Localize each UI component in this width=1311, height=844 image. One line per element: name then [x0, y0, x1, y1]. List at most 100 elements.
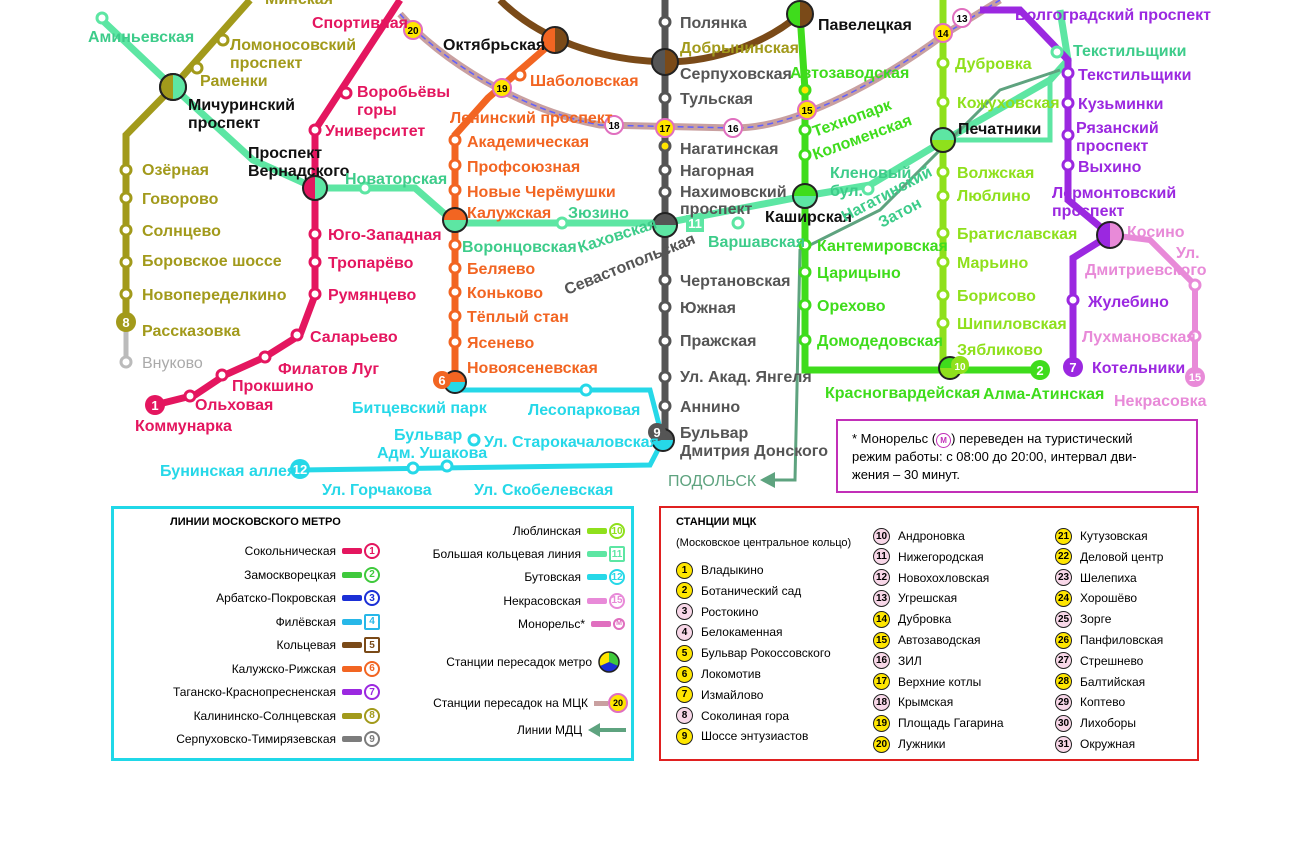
station-dot [555, 216, 569, 230]
line-badges: 1 8 6 9 12 11 10 2 7 15 [116, 215, 1205, 479]
mck-station-number: 9 [676, 727, 693, 745]
station-dot [308, 255, 322, 269]
mck-badge: 15 [797, 100, 817, 120]
mcd-line [770, 68, 1061, 482]
label-zhulebino: Жулебино [1087, 294, 1169, 311]
line-2 [796, 13, 1040, 374]
mck-station-number: 3 [676, 603, 693, 621]
line-swatch [587, 597, 607, 604]
line-swatch [342, 736, 362, 742]
mck-station-number: 7 [676, 686, 693, 704]
mck-station-name: Шоссе энтузиастов [701, 729, 809, 744]
label-yasenevo: Ясенево [467, 335, 534, 352]
mck-station-name: Деловой центр [1080, 549, 1164, 564]
mck-station-name: Соколиная гора [701, 708, 790, 723]
transfer-paveletskaya [786, 0, 814, 28]
svg-text:17: 17 [659, 124, 671, 135]
station-dot [936, 95, 950, 109]
station-dot [798, 238, 812, 252]
mck-station-number: 13 [873, 589, 890, 607]
line-number-badge: 3 [364, 590, 380, 606]
mck-station-number: 31 [1055, 735, 1072, 753]
mck-station-name: Нижегородская [898, 549, 984, 564]
mck-station-name: Дубровка [898, 612, 952, 627]
line-name: Большая кольцевая линия [432, 547, 581, 562]
station-dot [183, 389, 197, 403]
label-vorobyovy-1: Воробьёвы [357, 84, 450, 101]
station-dot [119, 223, 133, 237]
line-badge-1: 1 [145, 395, 165, 415]
label-bittsevsky: Битцевский парк [352, 400, 488, 417]
mck-station-name: Лихоборы [1080, 716, 1136, 731]
mck-station-name: Владыкино [701, 563, 764, 577]
station-dot [448, 285, 462, 299]
station-dot [798, 333, 812, 347]
mck-station-name: Локомотив [701, 667, 761, 681]
mck-station-name: Хорошёво [1080, 591, 1138, 606]
mck-station-name: Бульвар Рокоссовского [701, 646, 831, 661]
label-kaluzhskaya: Калужская [467, 205, 551, 222]
mck-station-name: Панфиловская [1080, 633, 1164, 647]
station-dot [1061, 96, 1075, 110]
svg-text:2: 2 [1036, 363, 1043, 378]
line-badge-11: 11 [686, 215, 704, 232]
label-ushakova-1: Бульвар [394, 427, 463, 444]
svg-text:6: 6 [438, 373, 445, 388]
svg-text:13: 13 [956, 14, 968, 25]
mck-badge: 18 [604, 115, 624, 135]
station-dot [95, 11, 109, 25]
svg-text:1: 1 [151, 398, 158, 413]
mck-legend [659, 506, 1199, 761]
transfer-kakhovskaya [652, 212, 678, 238]
station-dot [936, 316, 950, 330]
line-number-badge: 5 [364, 637, 380, 653]
mck-station-number: 21 [1055, 527, 1072, 545]
svg-text:14: 14 [937, 29, 949, 40]
label-kosino: Косино [1127, 224, 1185, 241]
monorail-note: * Монорельс (M) переведен на туристическ… [852, 430, 1192, 484]
mck-badge: 20 [403, 20, 423, 40]
label-tekstilshchiki-bkl: Текстильщики [1073, 43, 1186, 60]
metro-legend [111, 506, 634, 761]
label-borisovo: Борисово [957, 288, 1036, 305]
line-name: Бутовская [524, 570, 581, 585]
station-dot [1188, 329, 1202, 343]
label-salaryevo: Саларьево [310, 329, 398, 346]
station-dot [579, 383, 593, 397]
station-dot [658, 15, 672, 29]
label-kozhukhovskaya: Кожуховская [957, 95, 1060, 112]
label-lermontovsky-2: проспект [1052, 203, 1124, 220]
label-borovskoe: Боровское шоссе [142, 253, 282, 270]
mck-station-name: Шелепиха [1080, 570, 1137, 585]
line-number-badge: 8 [364, 707, 380, 724]
label-vykhino: Выхино [1078, 159, 1142, 176]
label-donskogo-2: Дмитрия Донского [680, 443, 828, 460]
metro-legend-row: Монорельс*M [380, 614, 625, 634]
station-dot [658, 399, 672, 413]
label-ryazansky-2: проспект [1076, 138, 1148, 155]
label-dmitrievskogo-2: Дмитриевского [1085, 262, 1207, 279]
transfer-kosino [1096, 221, 1124, 249]
transfer-mck-icon: 20 [594, 693, 628, 713]
mck-station-number: 28 [1055, 673, 1072, 691]
line-badge-6: 6 [433, 371, 451, 389]
label-podolsk: ПОДОЛЬСК [668, 473, 757, 490]
station-dot [658, 370, 672, 384]
station-dot [258, 350, 272, 364]
mck-station-name: Лужники [898, 737, 946, 751]
label-kashirskaya: Каширская [765, 209, 852, 226]
note-line-2: режим работы: с 08:00 до 20:00, интервал… [852, 449, 1137, 464]
